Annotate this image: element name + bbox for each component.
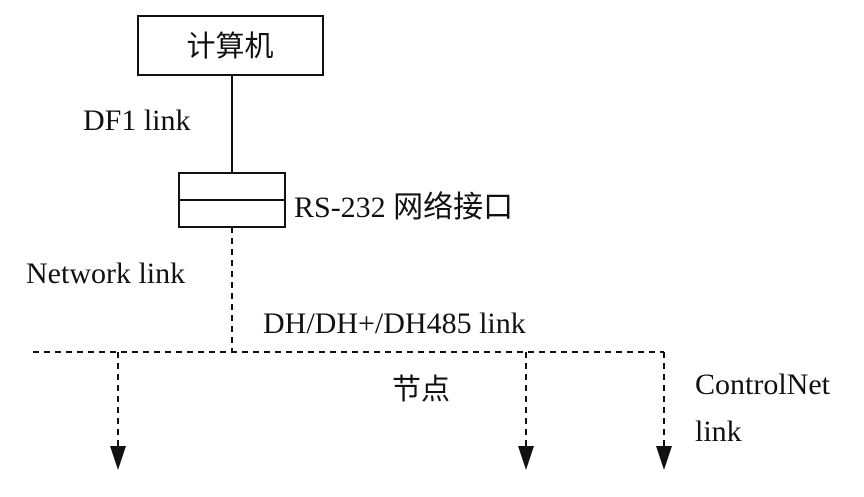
rs232-interface-label: RS-232 网络接口 <box>294 191 513 224</box>
drop-arrow-1 <box>110 446 126 470</box>
drop-arrow-3 <box>656 446 672 470</box>
node-label: 节点 <box>392 372 450 406</box>
bus-label: DH/DH+/DH485 link <box>263 307 526 340</box>
computer-label: 计算机 <box>186 29 273 63</box>
controlnet-label-line1: ControlNet <box>695 368 831 401</box>
drop-arrow-2 <box>518 446 534 470</box>
network-link-label: Network link <box>26 257 185 290</box>
computer-box <box>137 15 324 76</box>
df1-link-label: DF1 link <box>83 104 191 137</box>
controlnet-label-line2: link <box>695 415 742 448</box>
